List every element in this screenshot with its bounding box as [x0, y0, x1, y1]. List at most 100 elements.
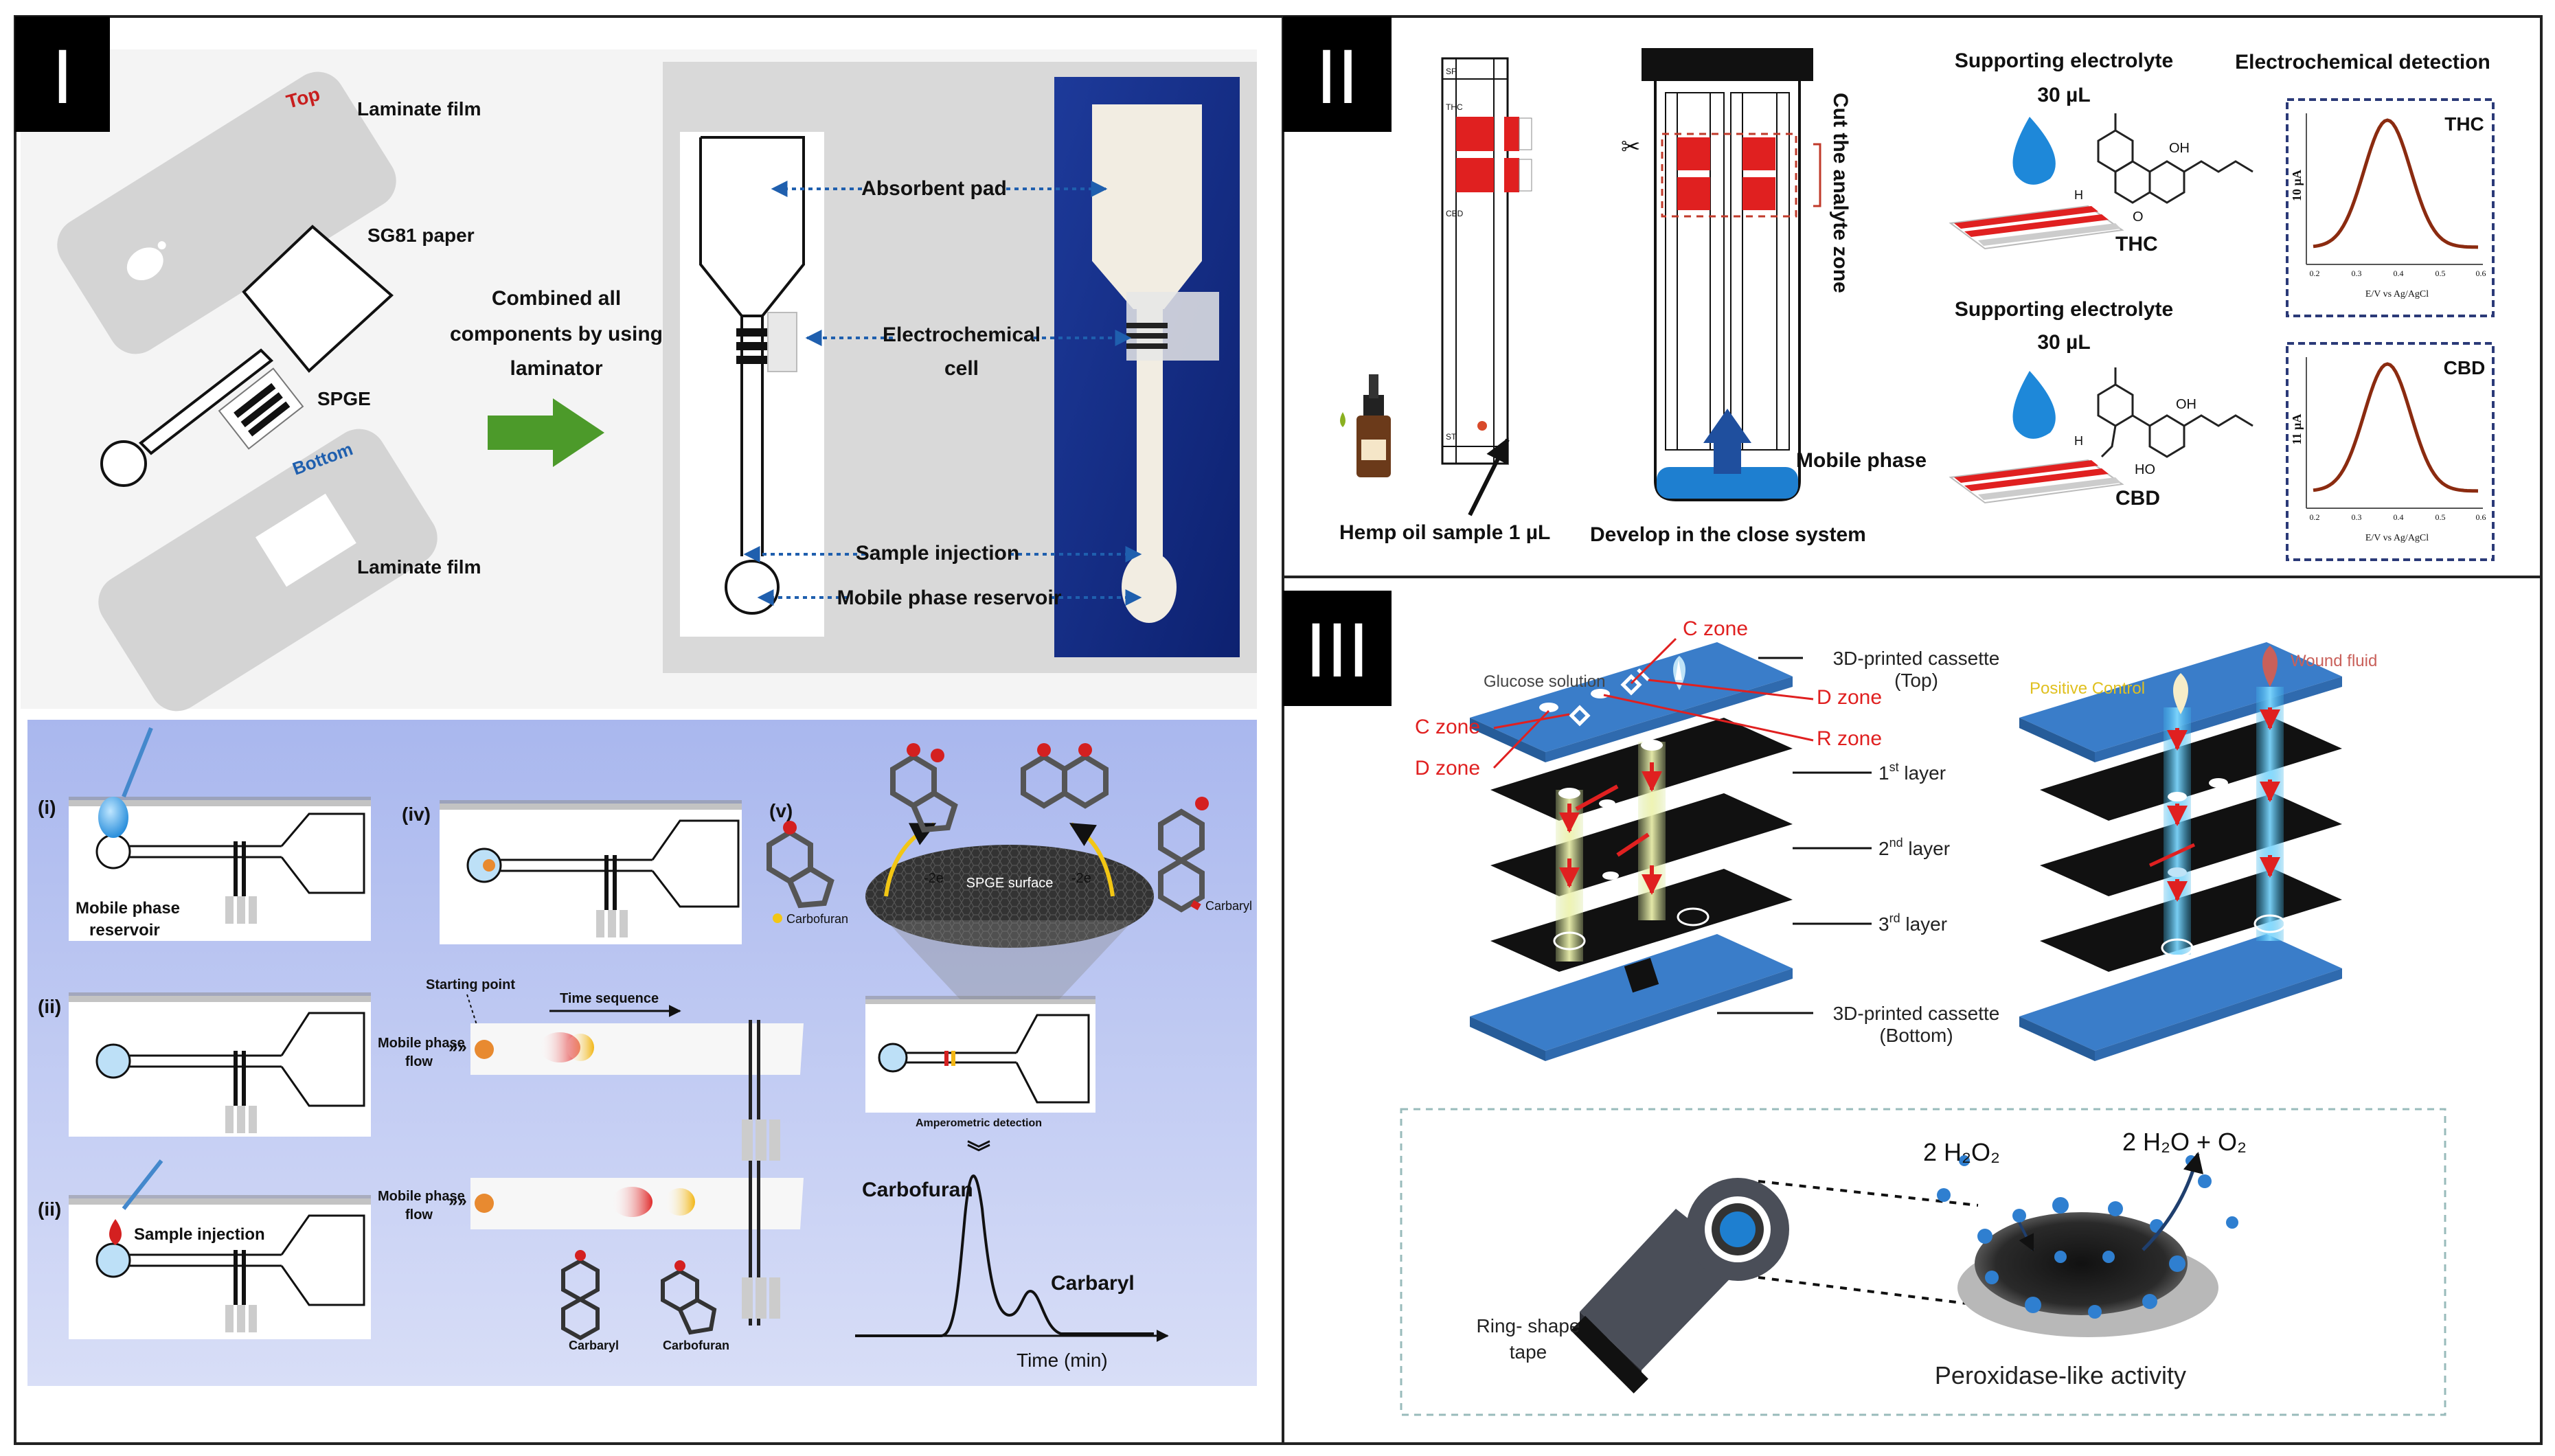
thc-h1: H [2074, 188, 2083, 202]
label-cassette-bottom-2: (Bottom) [1879, 1025, 1953, 1046]
label-d-zone-right: D zone [1817, 686, 1882, 709]
sg81-paper [100, 225, 394, 487]
chart-thc-xlabel: E/V vs Ag/AgCl [2365, 289, 2429, 299]
chart-cbd-tick-3: 0.5 [2435, 512, 2446, 522]
label-wound-fluid: Wound fluid [2291, 652, 2377, 670]
schematic-electrode-b [736, 342, 768, 350]
cut-bracket [1813, 143, 1821, 207]
label-layer-2: 2nd layer [1878, 836, 1950, 859]
flow-strip-a [470, 1020, 804, 1185]
chart-cbd-tick-0: 0.2 [2310, 512, 2320, 522]
device-iv [440, 800, 742, 944]
label-hemp-oil: Hemp oil sample 1 µL [1339, 521, 1550, 544]
label-laminate-top: Laminate film [357, 98, 481, 120]
badge-III [1283, 591, 1392, 706]
label-amperometric: Amperometric detection [916, 1117, 1042, 1129]
scissors-icon: ✂ [1621, 134, 1641, 160]
chart-cbd-label: CBD [2444, 357, 2486, 378]
starting-point-line [466, 994, 478, 1027]
supp-2-b: 30 µL [2037, 331, 2090, 354]
label-mobile-reservoir: Mobile phase reservoir [837, 587, 1062, 609]
chart-cbd-xlabel: E/V vs Ag/AgCl [2365, 533, 2429, 543]
legend-dot-carbofuran [773, 913, 782, 923]
mp-flow-b-2: flow [405, 1207, 433, 1222]
leader-c-zone-left [1493, 713, 1570, 729]
mp-flow-a-1: Mobile phase [378, 1036, 465, 1051]
label-echem-2: cell [944, 357, 979, 380]
chart-cbd-tick-2: 0.4 [2394, 512, 2404, 522]
badge-I-text: I [52, 34, 73, 120]
label-carbofuran-mol: Carbofuran [663, 1339, 729, 1352]
minus2e-right: -2e [1071, 871, 1091, 886]
chart-thc-frame [2286, 98, 2495, 317]
label-carbaryl-mol: Carbaryl [569, 1339, 619, 1352]
chromatogram-trace [855, 1174, 1154, 1337]
chevrons-a: »» [448, 1038, 467, 1056]
oxidation-arrow-right [1069, 822, 1115, 897]
leader-c-zone-top [1630, 637, 1677, 685]
green-arrow [488, 398, 604, 467]
label-sg81: SG81 paper [367, 225, 475, 246]
chart-cbd: CBD 11 µA 0.2 0.3 0.4 0.5 0.6 E/V vs Ag/… [2286, 342, 2495, 561]
spge-electrode [218, 367, 304, 450]
arrow-products-out [2142, 1152, 2203, 1251]
label-r-zone: R zone [1817, 727, 1882, 750]
inset-box [1400, 1108, 2446, 1416]
chart-cbd-tick-4: 0.6 [2476, 512, 2486, 522]
flow-strip-b [470, 1174, 804, 1326]
sample-drop [109, 1219, 122, 1245]
chart-thc-label: THC [2444, 113, 2484, 135]
supp-2-a: Supporting electrolyte [1955, 298, 2173, 321]
pipette-i [122, 727, 153, 798]
badge-I [15, 16, 110, 132]
device-ii-b [69, 1195, 371, 1339]
label-cassette-top-1: 3D-printed cassette [1833, 648, 2000, 669]
combined-line-1: Combined all [492, 287, 621, 310]
thc-oh: OH [2169, 141, 2190, 156]
chart-thc-tick-1: 0.3 [2352, 269, 2362, 278]
label-c-zone-left: C zone [1415, 716, 1480, 738]
molecule-carbaryl-small [561, 1250, 600, 1341]
device-ii-a [69, 992, 371, 1137]
stack-left [1470, 642, 1793, 1061]
chevrons-down: ︾ [967, 1140, 990, 1166]
badge-II [1283, 16, 1392, 132]
cbd-oh2: HO [2135, 462, 2155, 477]
legend-carbofuran: Carbofuran [786, 912, 848, 926]
label-cassette-top-2: (Top) [1894, 670, 1938, 691]
chart-cbd-ylabel: 11 µA [2290, 414, 2304, 445]
label-thc: THC [2115, 233, 2158, 255]
peak-carbofuran: Carbofuran [862, 1179, 973, 1201]
time-sequence: Time sequence [560, 991, 659, 1006]
cbd-h: H [2074, 434, 2083, 448]
schematic-tape [767, 312, 797, 372]
strip-st: ST [1446, 432, 1457, 442]
chart-cbd-curve [2313, 362, 2479, 493]
hemp-oil-bottle [1340, 374, 1391, 477]
leader-d-zone-right [1648, 679, 1814, 701]
mp-flow-b-1: Mobile phase [378, 1189, 465, 1204]
supp-1-b: 30 µL [2037, 84, 2090, 106]
chevrons-b: »» [448, 1192, 467, 1210]
mp-flow-a-2: flow [405, 1054, 433, 1069]
chart-thc-ylabel: 10 µA [2290, 170, 2304, 201]
molecule-carbaryl-large [1158, 797, 1209, 913]
chart-cbd-frame [2286, 342, 2495, 561]
label-cassette-bottom-1: 3D-printed cassette [1833, 1003, 2000, 1024]
label-echem-1: Electrochemical [883, 323, 1041, 346]
label-sample-injection: Sample injection [856, 542, 1019, 565]
chart-thc-tick-3: 0.5 [2435, 269, 2446, 278]
label-laminate-bottom: Laminate film [357, 556, 481, 578]
supp-1-a: Supporting electrolyte [1955, 49, 2173, 72]
badge-II-text: II [1316, 34, 1359, 120]
label-h2o2: 2 H₂O₂ [1923, 1138, 2000, 1166]
step-mobile-phase: Mobile phase [76, 899, 180, 918]
starting-point: Starting point [426, 977, 515, 992]
step-reservoir: reservoir [89, 921, 160, 940]
chart-thc-tick-0: 0.2 [2310, 269, 2320, 278]
spge-surface-label: SPGE surface [966, 876, 1054, 891]
label-layer-1: 1st layer [1878, 760, 1946, 784]
combined-line-3: laminator [510, 357, 602, 380]
chart-thc-tick-4: 0.6 [2476, 269, 2486, 278]
